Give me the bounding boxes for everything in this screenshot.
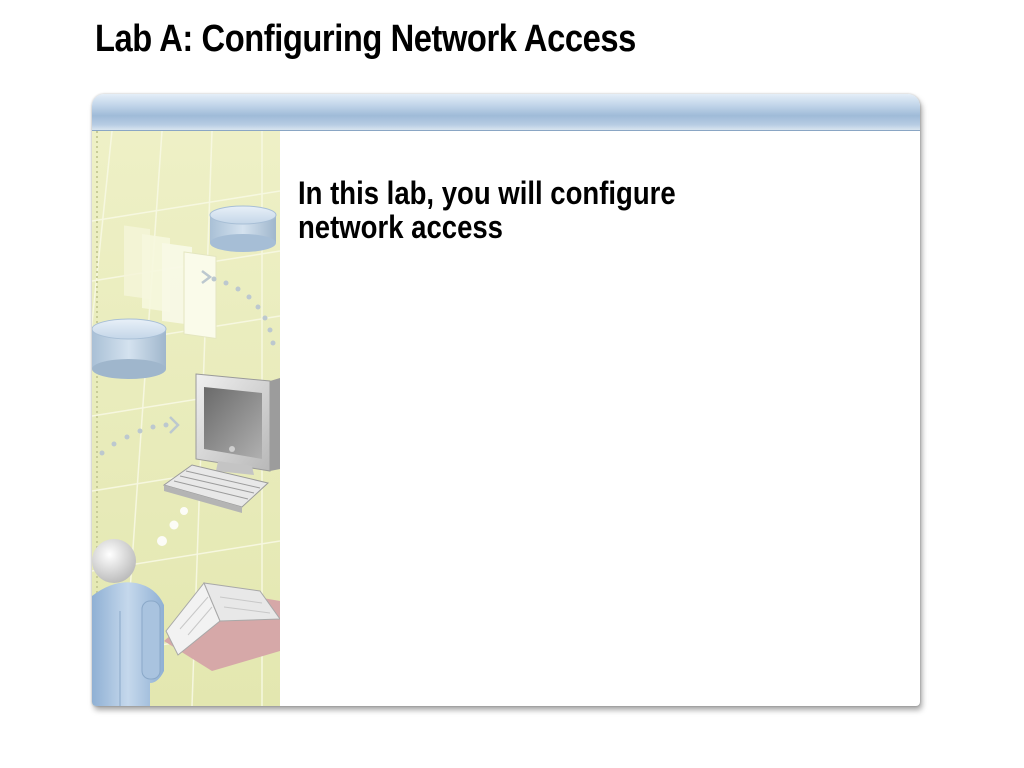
document-stack-icon (124, 225, 217, 339)
panel-header-bar (92, 94, 920, 131)
person-icon (92, 539, 164, 706)
slide-title: Lab A: Configuring Network Access (95, 18, 636, 60)
computer-monitor-icon (195, 373, 280, 475)
database-icon (209, 205, 277, 252)
side-illustration (92, 131, 280, 706)
keyboard-icon (162, 464, 270, 513)
content-panel: In this lab, you will configure network … (92, 94, 920, 706)
open-book-icon (164, 582, 280, 671)
lab-description: In this lab, you will configure network … (298, 175, 676, 245)
database-icon (92, 318, 167, 379)
